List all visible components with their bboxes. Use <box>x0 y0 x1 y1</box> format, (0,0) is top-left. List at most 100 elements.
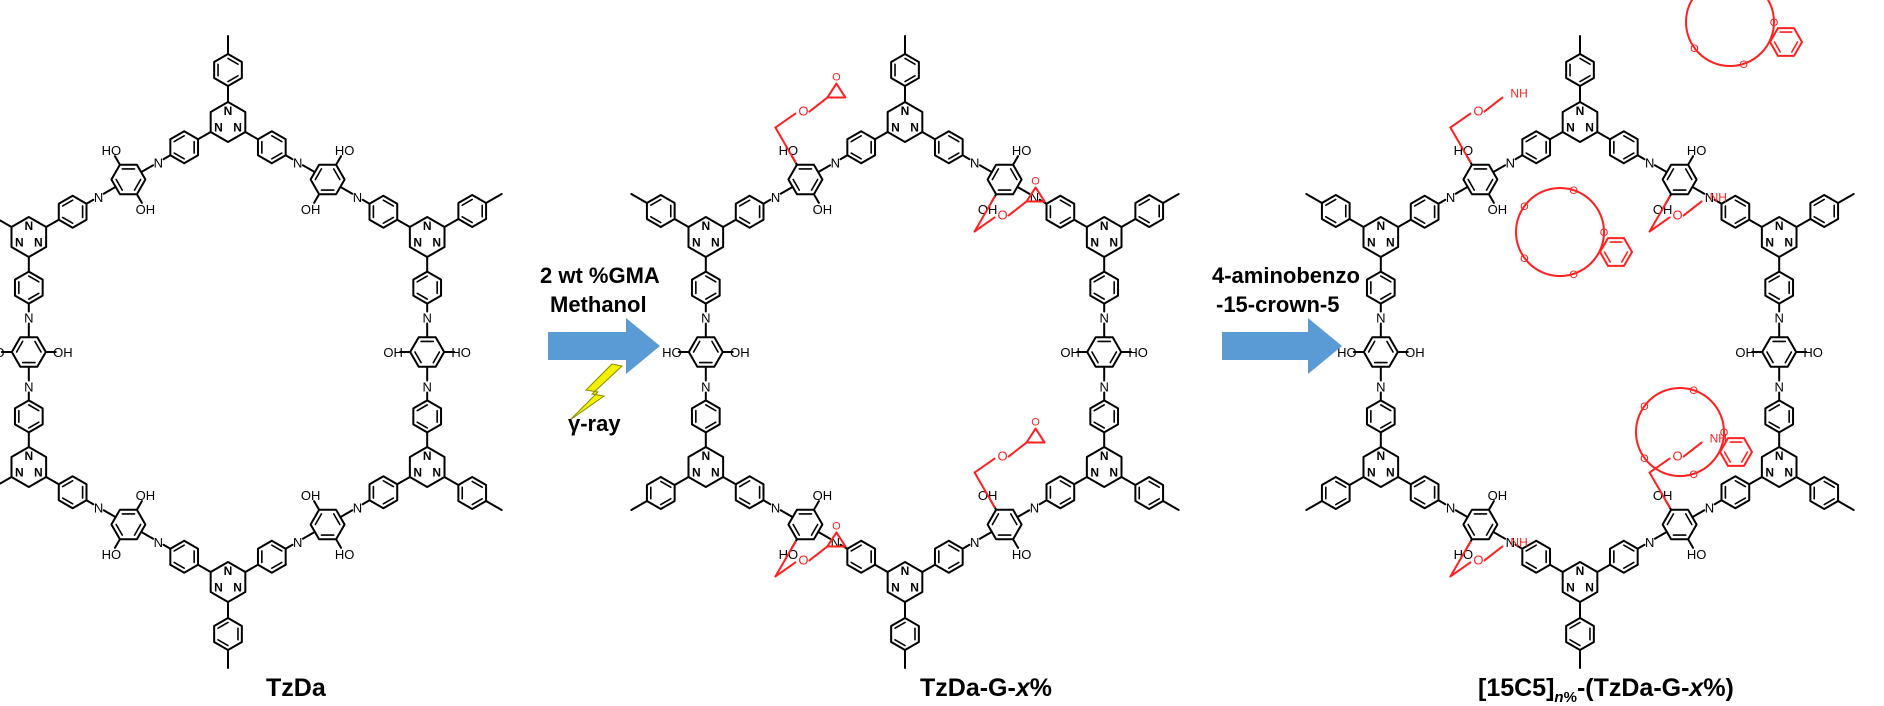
imine-nitrogen: N <box>831 155 840 170</box>
triazine-nitrogen: N <box>1775 219 1784 233</box>
imine-nitrogen: N <box>1030 500 1039 515</box>
imine-nitrogen: N <box>353 500 362 515</box>
imine-nitrogen: N <box>1506 535 1515 550</box>
triazine-nitrogen: N <box>701 449 710 463</box>
hydroxyl-group: OH <box>53 345 73 360</box>
triazine-nitrogen: N <box>711 236 720 250</box>
triazine-nitrogen: N <box>1576 564 1585 578</box>
hydroxyl-group: HO <box>0 345 5 360</box>
triazine-nitrogen: N <box>1765 236 1774 250</box>
crown-oxygen: O <box>1520 253 1529 265</box>
crown-oxygen: O <box>1739 59 1748 71</box>
triazine-nitrogen: N <box>34 236 43 250</box>
reaction-arrow-1 <box>548 318 660 374</box>
crown-oxygen: O <box>1569 269 1578 281</box>
triazine-nitrogen: N <box>1367 236 1376 250</box>
imine-nitrogen: N <box>1030 190 1039 205</box>
imine-nitrogen: N <box>1705 500 1714 515</box>
imine-nitrogen: N <box>970 155 979 170</box>
triazine-nitrogen: N <box>24 219 33 233</box>
triazine-nitrogen: N <box>1386 466 1395 480</box>
hydroxyl-group: HO <box>102 547 122 562</box>
imine-nitrogen: N <box>1446 190 1455 205</box>
triazine-nitrogen: N <box>1100 449 1109 463</box>
imine-nitrogen: N <box>1506 155 1515 170</box>
triazine-nitrogen: N <box>1576 104 1585 118</box>
imine-nitrogen: N <box>771 500 780 515</box>
triazine-nitrogen: N <box>214 581 223 595</box>
step1-reagent: 2 wt %GMA <box>540 263 660 288</box>
amine-group: NH <box>1510 535 1527 549</box>
triazine-nitrogen: N <box>1585 121 1594 135</box>
triazine-nitrogen: N <box>24 449 33 463</box>
imine-nitrogen: N <box>293 155 302 170</box>
imine-nitrogen: N <box>831 535 840 550</box>
crown-oxygen: O <box>1689 385 1698 397</box>
hydroxyl-group: OH <box>136 202 156 217</box>
triazine-nitrogen: N <box>34 466 43 480</box>
imine-nitrogen: N <box>422 380 431 395</box>
ester-oxygen: O <box>798 552 808 567</box>
crown-oxygen: O <box>1600 227 1609 239</box>
reaction-arrow-2 <box>1222 318 1342 374</box>
triazine-nitrogen: N <box>1566 121 1575 135</box>
triazine-nitrogen: N <box>1376 449 1385 463</box>
crown-oxygen: O <box>1520 201 1529 213</box>
hydroxyl-group: OH <box>383 345 403 360</box>
imine-nitrogen: N <box>771 190 780 205</box>
hydroxyl-group: HO <box>1012 143 1032 158</box>
triazine-nitrogen: N <box>233 121 242 135</box>
framework-crown: NNNNNNNNNNNNNNNNNNNNOHHOONHNNOHHONNOHHOO… <box>1305 0 1855 669</box>
imine-nitrogen: N <box>970 535 979 550</box>
hydroxyl-group: OH <box>1405 345 1425 360</box>
hydroxyl-group: OH <box>301 202 321 217</box>
triazine-nitrogen: N <box>432 236 441 250</box>
triazine-nitrogen: N <box>1090 466 1099 480</box>
hydroxyl-group: OH <box>301 488 321 503</box>
compound-label-tzda: TzDa <box>266 674 327 702</box>
hydroxyl-group: HO <box>1128 345 1148 360</box>
step1-irradiation: γ-ray <box>568 411 621 436</box>
arrow-right-icon <box>548 318 660 374</box>
triazine-nitrogen: N <box>701 219 710 233</box>
triazine-nitrogen: N <box>901 104 910 118</box>
triazine-nitrogen: N <box>901 564 910 578</box>
hydroxyl-group: OH <box>1735 345 1755 360</box>
step2-reagent-line2: -15-crown-5 <box>1216 292 1339 317</box>
hydroxyl-group: OH <box>730 345 750 360</box>
triazine-nitrogen: N <box>1109 236 1118 250</box>
triazine-nitrogen: N <box>15 466 24 480</box>
hydroxyl-group: OH <box>813 202 833 217</box>
ester-oxygen: O <box>1473 104 1483 119</box>
imine-nitrogen: N <box>1376 380 1385 395</box>
crown-oxygen: O <box>1690 43 1699 55</box>
triazine-nitrogen: N <box>413 466 422 480</box>
imine-nitrogen: N <box>1705 190 1714 205</box>
triazine-nitrogen: N <box>891 581 900 595</box>
imine-nitrogen: N <box>1446 500 1455 515</box>
imine-nitrogen: N <box>1099 380 1108 395</box>
imine-nitrogen: N <box>422 311 431 326</box>
ester-oxygen: O <box>998 449 1008 464</box>
arrow-right-icon <box>1222 318 1342 374</box>
triazine-nitrogen: N <box>413 236 422 250</box>
triazine-nitrogen: N <box>214 121 223 135</box>
hydroxyl-group: OH <box>813 488 833 503</box>
hydroxyl-group: OH <box>1060 345 1080 360</box>
step1-solvent: Methanol <box>550 292 647 317</box>
triazine-nitrogen: N <box>1100 219 1109 233</box>
ester-oxygen: O <box>1673 449 1683 464</box>
triazine-nitrogen: N <box>1765 466 1774 480</box>
epoxide-oxygen: O <box>832 520 841 532</box>
triazine-nitrogen: N <box>423 449 432 463</box>
triazine-nitrogen: N <box>1566 581 1575 595</box>
triazine-nitrogen: N <box>692 466 701 480</box>
imine-nitrogen: N <box>24 311 33 326</box>
imine-nitrogen: N <box>1099 311 1108 326</box>
crown-oxygen: O <box>1770 17 1779 29</box>
triazine-nitrogen: N <box>1386 236 1395 250</box>
